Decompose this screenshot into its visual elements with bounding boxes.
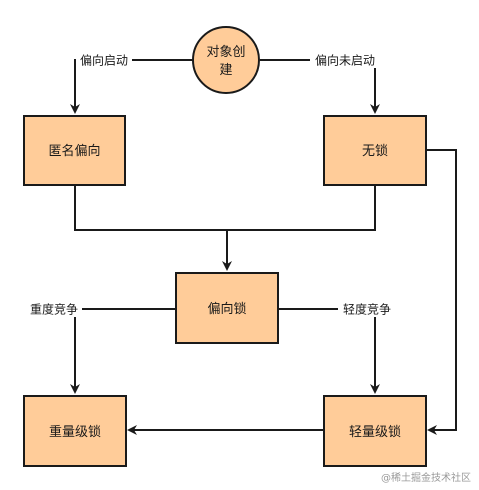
edge-label-biased-not-enabled: 偏向未启动 bbox=[310, 52, 380, 68]
edge-biased-to-lightweight bbox=[278, 308, 380, 394]
node-lightweight-lock-label: 轻量级锁 bbox=[349, 424, 401, 440]
node-lightweight-lock: 轻量级锁 bbox=[323, 395, 427, 467]
edge-label-biased-enabled-text: 偏向启动 bbox=[80, 53, 128, 68]
node-lock-free-label: 无锁 bbox=[362, 143, 388, 159]
edge-label-light-contention: 轻度竞争 bbox=[338, 301, 396, 317]
edge-lock-free-to-merge bbox=[227, 185, 376, 231]
edge-label-biased-enabled: 偏向启动 bbox=[76, 52, 132, 68]
node-anonymous-biased-label: 匿名偏向 bbox=[48, 143, 100, 159]
edge-anonymous-biased-to-merge bbox=[74, 185, 227, 231]
node-lock-free: 无锁 bbox=[323, 115, 427, 186]
edge-label-heavy-contention: 重度竞争 bbox=[26, 301, 82, 317]
edge-label-heavy-contention-text: 重度竞争 bbox=[30, 302, 78, 317]
node-anonymous-biased: 匿名偏向 bbox=[23, 115, 126, 186]
edge-label-biased-not-enabled-text: 偏向未启动 bbox=[315, 53, 375, 68]
edge-label-light-contention-text: 轻度竞争 bbox=[343, 302, 391, 317]
node-biased-lock: 偏向锁 bbox=[175, 272, 279, 344]
edge-biased-to-heavyweight bbox=[70, 308, 176, 394]
node-heavyweight-lock-label: 重量级锁 bbox=[49, 424, 101, 440]
node-start-line2: 建 bbox=[219, 63, 232, 78]
node-biased-lock-label: 偏向锁 bbox=[207, 301, 246, 317]
edge-lock-free-to-lightweight bbox=[426, 149, 457, 435]
node-start-line1: 对象创 bbox=[206, 45, 245, 60]
edge-start-to-anonymous-biased bbox=[70, 59, 193, 114]
node-start: 对象创 建 bbox=[192, 26, 260, 94]
node-heavyweight-lock: 重量级锁 bbox=[23, 395, 127, 467]
watermark: @稀土掘金技术社区 bbox=[381, 473, 471, 484]
